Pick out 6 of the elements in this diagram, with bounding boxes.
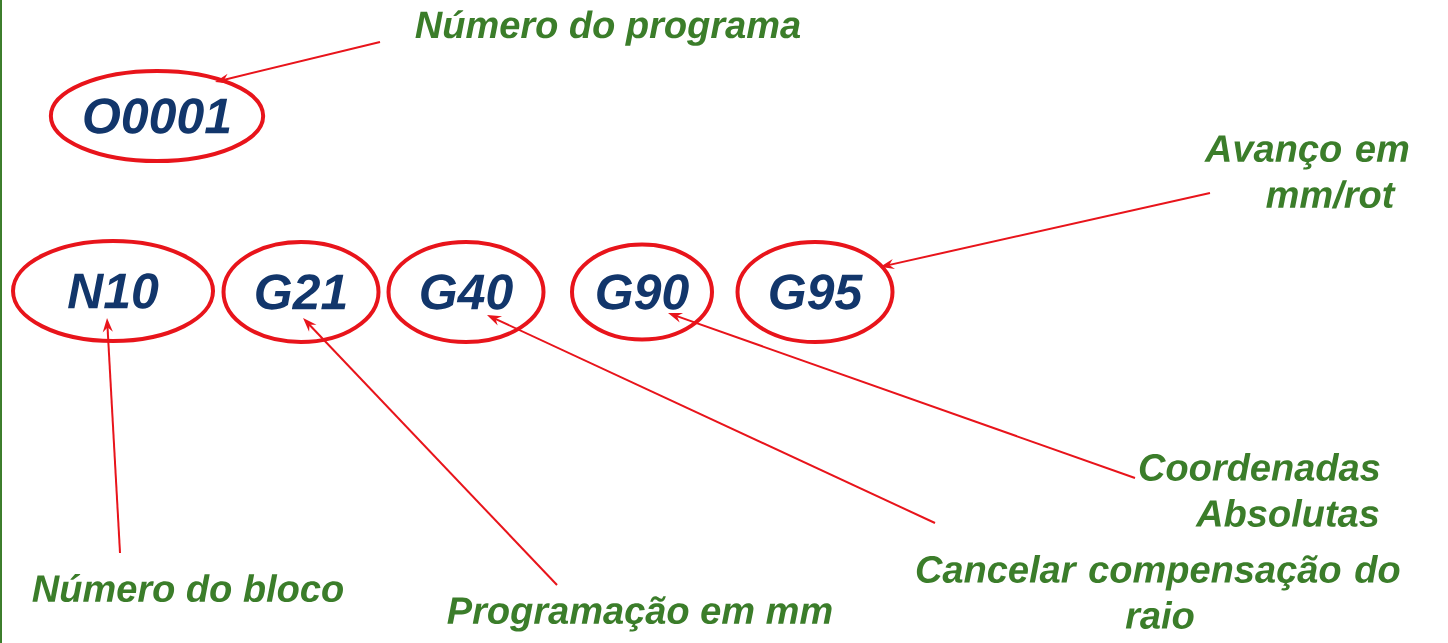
callout-text: Programação em mm xyxy=(447,596,832,632)
callout-text: Número do programa xyxy=(415,10,801,46)
callout-text: Cancelar compensação do raio xyxy=(916,555,1400,629)
callout-text: Avanço em mm/rot xyxy=(1204,135,1409,209)
callout-text: Coordenadas Absolutas xyxy=(1139,453,1380,527)
callout-text: Número do bloco xyxy=(32,573,343,603)
